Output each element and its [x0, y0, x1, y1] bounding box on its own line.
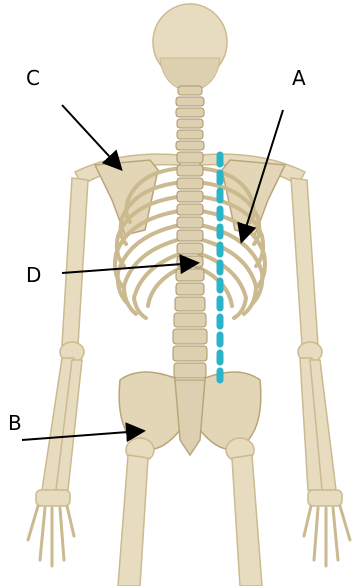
arrow-c: [62, 105, 120, 168]
arrow-b: [22, 431, 142, 440]
right-leg: [226, 438, 262, 586]
cervical-spine: [176, 86, 204, 150]
skull: [153, 4, 227, 88]
left-leg: [118, 438, 154, 586]
label-a: A: [292, 66, 306, 90]
right-hand: [304, 506, 350, 566]
label-c: C: [26, 66, 40, 90]
label-d: D: [26, 263, 41, 287]
right-arm: [291, 178, 342, 506]
label-b: B: [8, 411, 22, 435]
left-arm: [36, 178, 88, 506]
left-hand: [28, 506, 74, 566]
